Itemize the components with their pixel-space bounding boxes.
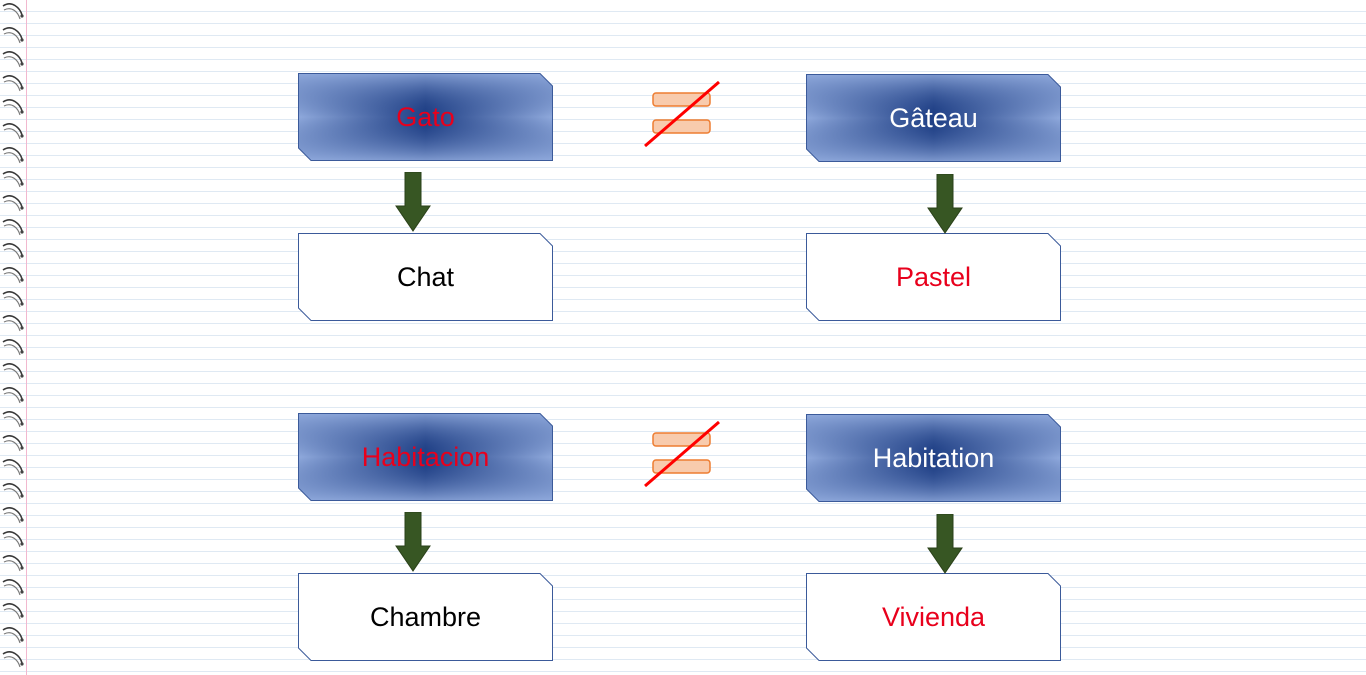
notebook-spiral-binding [2,3,24,668]
box-shape [298,233,553,321]
translation-box: Chat [298,233,553,321]
translation-label: Chat [396,261,455,292]
box-shape [806,573,1061,661]
down-arrow-icon [927,174,963,234]
box-shape [806,414,1061,502]
source-word-box: Gato [298,73,553,161]
box-shape [298,413,553,501]
box-shape [806,74,1061,162]
translation-box: Chambre [298,573,553,661]
source-word-box: Habitation [806,414,1061,502]
source-word-label: Gato [396,101,455,132]
translation-label: Pastel [895,261,972,292]
source-word-label: Gâteau [889,102,978,133]
down-arrow-icon [395,512,431,572]
translation-label: Chambre [369,601,482,632]
translation-label: Vivienda [881,601,986,632]
translation-box: Pastel [806,233,1061,321]
box-shape [806,233,1061,321]
source-word-box: Habitacion [298,413,553,501]
source-word-box: Gâteau [806,74,1061,162]
box-shape [298,73,553,161]
down-arrow-icon [927,514,963,574]
source-word-label: Habitation [872,442,995,473]
box-shape [298,573,553,661]
not-equal-icon [644,80,720,148]
notebook-margin-line [26,0,27,675]
down-arrow-icon [395,172,431,232]
translation-box: Vivienda [806,573,1061,661]
source-word-label: Habitacion [361,441,490,472]
not-equal-icon [644,420,720,488]
